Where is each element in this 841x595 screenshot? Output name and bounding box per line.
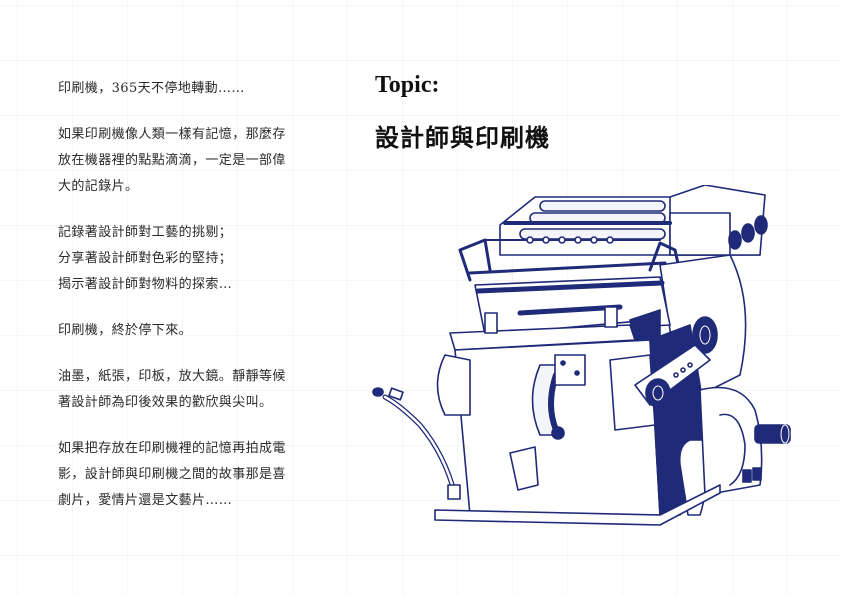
main-body (436, 324, 711, 516)
text-line: 劇片，愛情片還是文藝片…… (58, 493, 233, 508)
text-line: 分享著設計師對色彩的堅持； (58, 251, 233, 266)
text-line: 揭示著設計師對物料的探索… (58, 277, 233, 292)
topic-title: 設計師與印刷機 (375, 123, 550, 152)
text-line: 印刷機，365天不停地轉動…… (58, 81, 245, 96)
paragraph-2: 如果印刷機像人類一樣有記憶，那麼存 放在機器裡的點點滴滴，一定是一部偉 大的記錄… (58, 122, 308, 200)
paragraph-5: 油墨，紙張，印板，放大鏡。靜靜等候 著設計師為印後效果的歡欣與尖叫。 (58, 364, 308, 416)
text-line: 油墨，紙張，印板，放大鏡。靜靜等候 (58, 369, 286, 384)
base-plate (434, 484, 721, 526)
text-line: 著設計師為印後效果的歡欣與尖叫。 (58, 395, 273, 410)
text-line: 大的記錄片。 (58, 179, 139, 194)
paragraph-1: 印刷機，365天不停地轉動…… (58, 76, 308, 102)
text-line: 如果把存放在印刷機裡的記憶再拍成電 (58, 441, 286, 456)
paragraph-3: 記錄著設計師對工藝的挑剔； 分享著設計師對色彩的堅持； 揭示著設計師對物料的探索… (58, 220, 308, 298)
lever-handle (372, 387, 461, 500)
text-line: 放在機器裡的點點滴滴，一定是一部偉 (58, 153, 286, 168)
motor-housing (699, 386, 791, 496)
text-line: 印刷機，終於停下來。 (58, 323, 193, 338)
text-line: 如果印刷機像人類一樣有記憶，那麼存 (58, 127, 286, 142)
printing-press-illustration (372, 185, 791, 526)
text-line: 影，設計師與印刷機之間的故事那是喜 (58, 467, 286, 482)
topic-label: Topic: (375, 72, 440, 98)
text-line: 記錄著設計師對工藝的挑剔； (58, 225, 233, 240)
roller-housing (484, 185, 768, 256)
paragraph-4: 印刷機，終於停下來。 (58, 318, 308, 344)
paragraph-6: 如果把存放在印刷機裡的記憶再拍成電 影，設計師與印刷機之間的故事那是喜 劇片，愛… (58, 436, 308, 514)
knob-cluster (728, 215, 768, 250)
intro-text-block: 印刷機，365天不停地轉動…… 如果印刷機像人類一樣有記憶，那麼存 放在機器裡的… (58, 76, 308, 534)
